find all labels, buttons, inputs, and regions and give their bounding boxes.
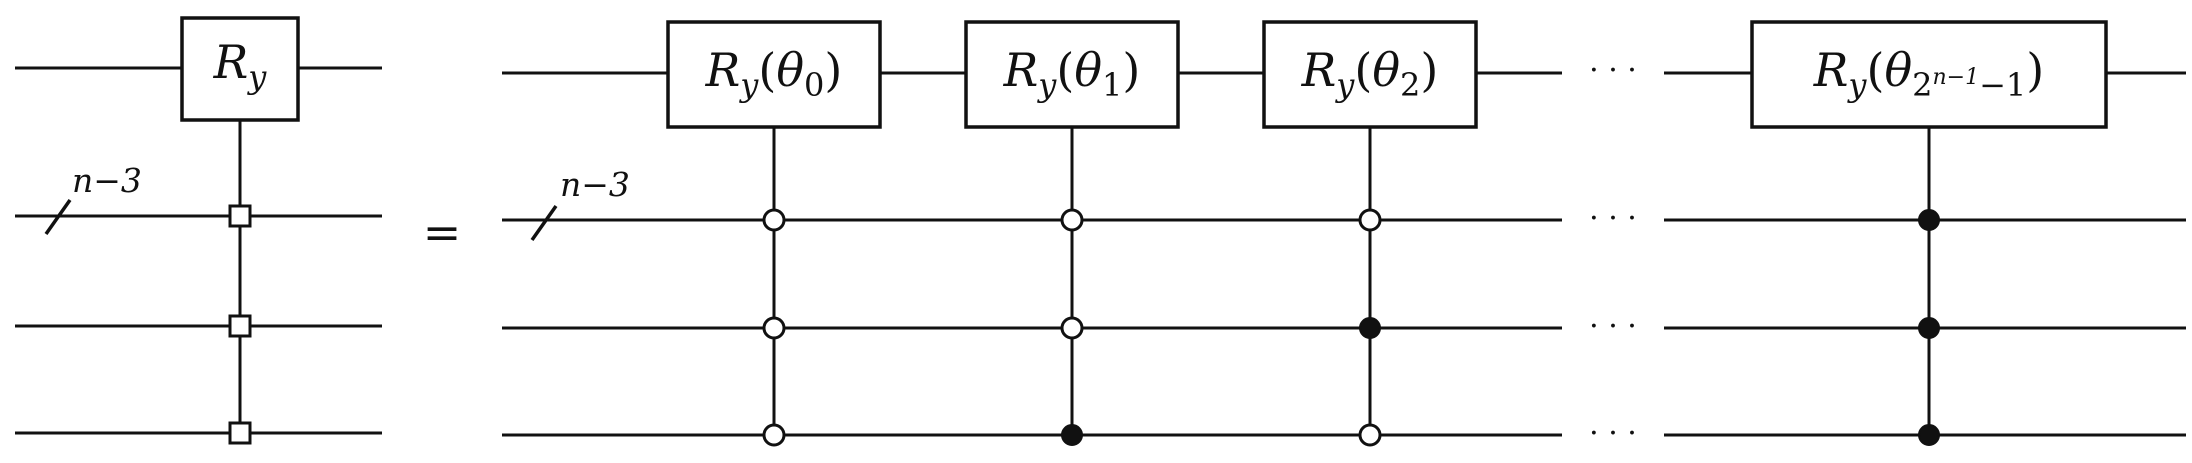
rhs-register-label: n−3: [560, 165, 630, 204]
lhs-register-slash: [44, 198, 72, 236]
gate-last-open-paren: (: [1866, 43, 1884, 97]
rhs-ry-gate-1: [964, 20, 1180, 129]
rhs-ellipsis-row-3: · · ·: [1589, 416, 1637, 451]
gate-2-control-open-1: [1358, 208, 1382, 232]
rhs-ellipsis-row-2: · · ·: [1589, 309, 1637, 344]
rhs-gate-label-1: Ry(θ1): [1003, 43, 1141, 104]
lhs-control-square-3: [228, 421, 252, 445]
rhs-ry-gate-last: [1750, 20, 2108, 129]
gate-1-sub: y: [1036, 66, 1057, 104]
gate-last-sub: y: [1846, 66, 1867, 104]
gate-2-control-closed-2: [1359, 317, 1381, 339]
gate-last-R: R: [1813, 43, 1849, 97]
gate-last-control-closed-2: [1918, 317, 1940, 339]
gate-2-R: R: [1301, 43, 1337, 97]
gate-1-open-paren: (: [1056, 43, 1074, 97]
gate-1-theta: θ: [1074, 43, 1102, 97]
gate-2-open-paren: (: [1354, 43, 1372, 97]
gate-0-control-open-2: [762, 316, 786, 340]
rhs-ellipsis-row-1: · · ·: [1589, 201, 1637, 236]
gate-2-close-paren: ): [1420, 43, 1438, 97]
rhs-register-slash: [530, 204, 558, 242]
rhs-gate-label-2: Ry(θ2): [1301, 43, 1439, 104]
gate-last-index-exp: n−1: [1933, 65, 1980, 90]
rhs-gate-label-last: Ry(θ2n−1−1): [1813, 43, 2044, 104]
gate-2-sub: y: [1334, 66, 1355, 104]
lhs-circuit: n−3 Ry: [15, 16, 382, 445]
rhs-gate-group-2: Ry(θ2): [1262, 20, 1478, 447]
gate-0-control-open-3: [762, 423, 786, 447]
rhs-ry-gate-0: [666, 20, 882, 129]
gate-last-control-closed-1: [1918, 209, 1940, 231]
rhs-gate-group-1: Ry(θ1): [964, 20, 1180, 446]
rhs-gate-group-last: Ry(θ2n−1−1): [1750, 20, 2108, 446]
lhs-gate-sub: y: [246, 58, 267, 96]
gate-0-sub: y: [738, 66, 759, 104]
lhs-control-square-2: [228, 314, 252, 338]
gate-1-R: R: [1003, 43, 1039, 97]
gate-2-control-open-3: [1358, 423, 1382, 447]
gate-0-open-paren: (: [758, 43, 776, 97]
gate-0-index: 0: [804, 66, 824, 104]
gate-1-close-paren: ): [1122, 43, 1140, 97]
lhs-ry-gate: [180, 16, 300, 122]
lhs-register-label: n−3: [72, 161, 142, 200]
gate-last-control-closed-3: [1918, 424, 1940, 446]
rhs-gate-group-0: Ry(θ0): [666, 20, 882, 447]
rhs-ellipsis-row-0: · · ·: [1589, 53, 1637, 88]
rhs-circuit: n−3 · · · · · · · · · · · · Ry(θ0) Ry(θ1…: [502, 20, 2186, 451]
gate-0-R: R: [705, 43, 741, 97]
gate-1-control-closed-3: [1061, 424, 1083, 446]
gate-2-theta: θ: [1372, 43, 1400, 97]
lhs-ry-gate-label: Ry: [213, 35, 268, 96]
gate-1-control-open-2: [1060, 316, 1084, 340]
gate-1-index: 1: [1102, 66, 1122, 104]
gate-0-close-paren: ): [824, 43, 842, 97]
gate-last-index-tail: −1: [1979, 66, 2026, 104]
gate-1-control-open-1: [1060, 208, 1084, 232]
gate-0-control-open-1: [762, 208, 786, 232]
lhs-gate-R: R: [213, 35, 249, 89]
gate-2-index: 2: [1400, 66, 1420, 104]
gate-last-theta: θ: [1884, 43, 1912, 97]
lhs-control-square-1: [228, 204, 252, 228]
rhs-gate-label-0: Ry(θ0): [705, 43, 843, 104]
equals-sign: =: [423, 205, 462, 259]
rhs-ry-gate-2: [1262, 20, 1478, 129]
gate-last-close-paren: ): [2026, 43, 2044, 97]
gate-last-index-base: 2: [1912, 66, 1932, 104]
gate-0-theta: θ: [776, 43, 804, 97]
